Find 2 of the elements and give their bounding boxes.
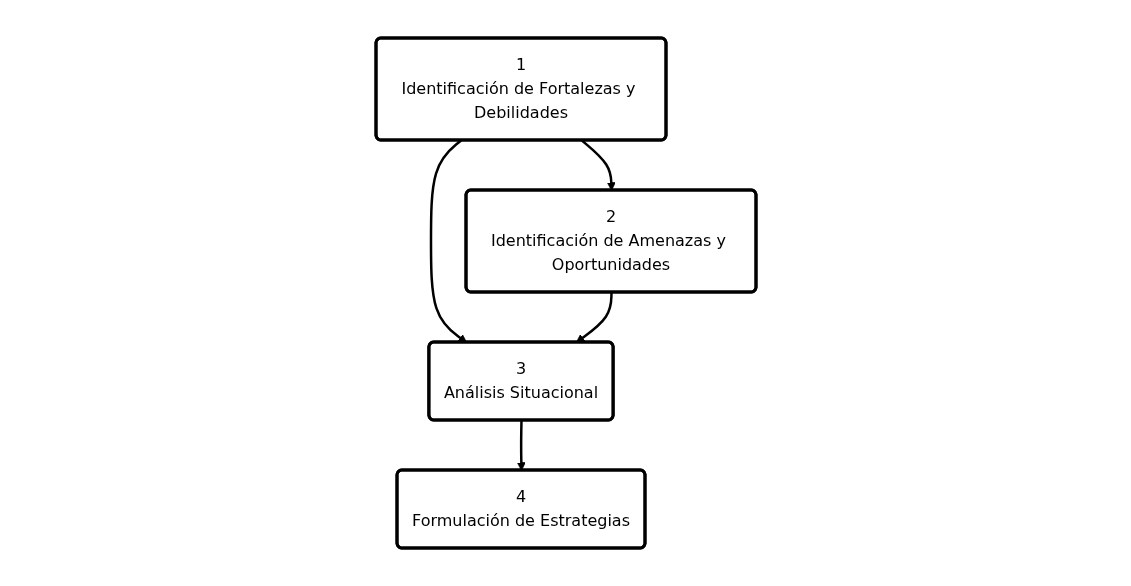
arrow — [516, 420, 526, 471]
arrow — [575, 292, 613, 343]
